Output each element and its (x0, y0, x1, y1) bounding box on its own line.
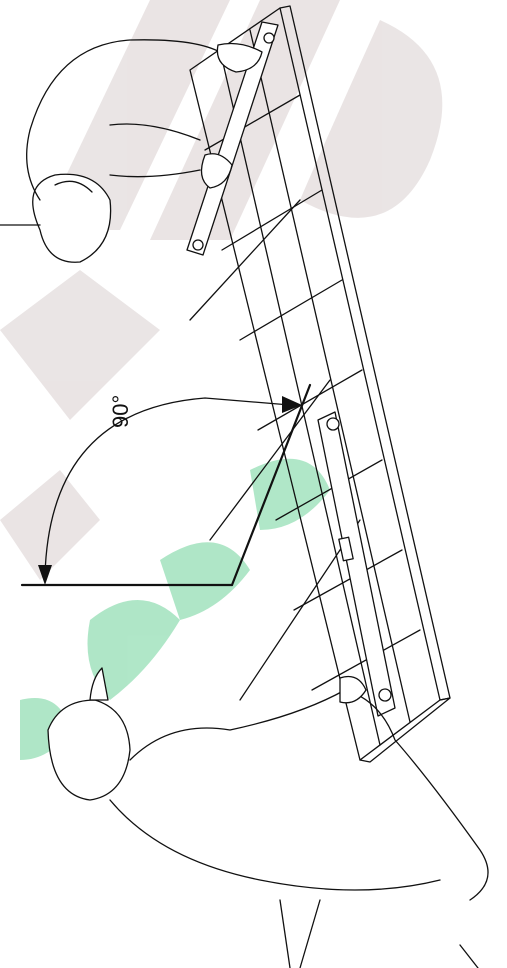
panel-grid-line (221, 189, 323, 251)
angle-label: 90° (108, 395, 133, 428)
level-bottom-vial-icon (326, 417, 340, 431)
panel-brace-line (209, 379, 331, 541)
panel (189, 5, 451, 763)
panel-brace-line (239, 519, 361, 701)
panel-grid-line (239, 279, 343, 341)
worker-top-ear (54, 180, 93, 193)
watermark-stroke-7 (160, 542, 250, 620)
panel-grid-line (249, 29, 411, 723)
watermark-stroke-1 (40, 0, 230, 230)
level-bottom-bubble-icon (338, 536, 354, 562)
worker-bottom-shoulder (129, 689, 346, 761)
worker-bottom-cap-brim (89, 667, 109, 701)
worker-bottom-ground-line (299, 899, 321, 968)
worker-top-head (32, 173, 112, 263)
level-bottom-vial-icon (378, 688, 392, 702)
panel-grid-line (219, 49, 381, 746)
worker-top-back (29, 39, 226, 131)
watermark-stroke-3 (300, 20, 443, 218)
worker-bottom-back (109, 799, 441, 891)
level-bottom-body (317, 411, 396, 717)
level-top-vial-icon (263, 32, 275, 44)
panel-grid-line (293, 549, 403, 611)
arrow-head-down-icon (38, 565, 52, 585)
angle-rise-line (230, 383, 312, 587)
worker-top-back-lower (26, 129, 41, 201)
worker-top-hand (200, 153, 233, 189)
spirit-level-bottom (317, 411, 396, 717)
watermark-stroke-5 (0, 470, 100, 580)
worker-bottom (47, 667, 489, 968)
corner-mark (459, 944, 479, 968)
angle-arc (44, 397, 291, 576)
worker-bottom-ground-line (279, 899, 291, 968)
panel-grid-line (275, 459, 383, 521)
panel-edge-bottom (359, 697, 451, 763)
worker-top (0, 39, 263, 263)
worker-top-hand (216, 42, 263, 73)
watermark-stroke-4 (0, 270, 160, 420)
panel-grid-line (204, 94, 301, 151)
panel-grid-line (257, 369, 363, 431)
arrow-head-right-icon (282, 396, 302, 413)
worker-bottom-leg (344, 689, 489, 901)
panel-brace-line (189, 199, 301, 321)
level-top-body (186, 21, 279, 256)
right-angle-marker: 90° (20, 383, 312, 587)
worker-top-arm (109, 169, 201, 178)
level-top-vial-icon (192, 239, 204, 251)
spirit-level-top (186, 21, 279, 256)
watermark-stroke-6 (87, 600, 180, 700)
worker-bottom-hand (339, 675, 367, 704)
worker-top-arm (109, 123, 201, 141)
worker-bottom-head (47, 699, 131, 801)
watermark-stroke-8 (250, 458, 330, 530)
